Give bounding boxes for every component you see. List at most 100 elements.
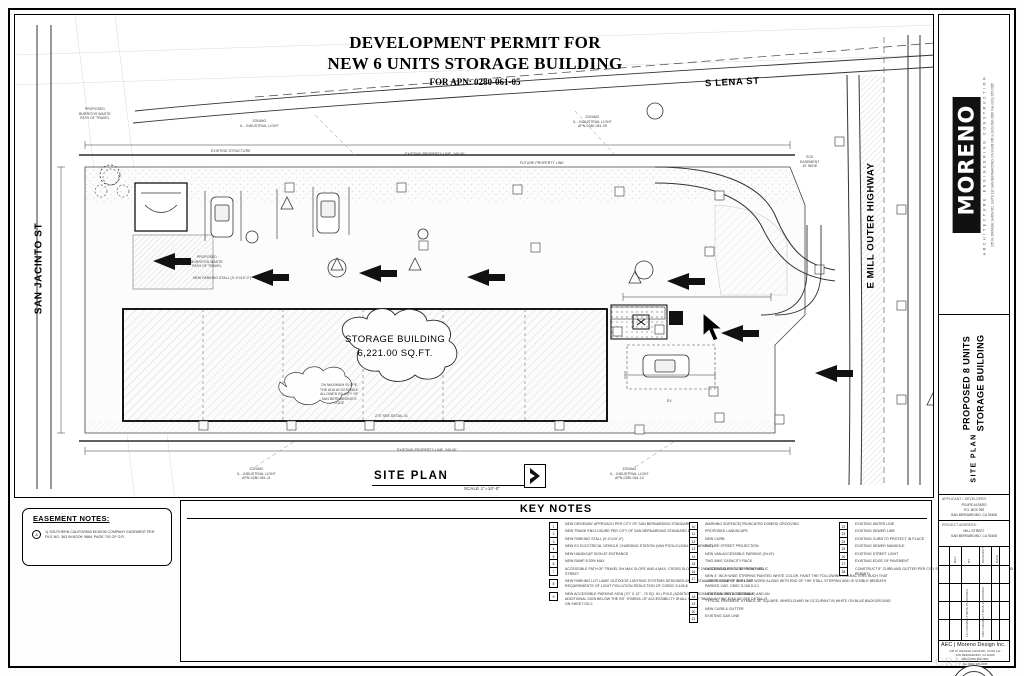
- revision-grid-line: [939, 565, 1009, 566]
- revision-grid-line: [949, 547, 950, 640]
- plan-annotation-building-setback: 273' SEE DETAIL 01: [375, 414, 408, 418]
- page-subtitle: FOR APN: 0280-061-05: [429, 77, 521, 87]
- key-note-number: 28: [839, 566, 848, 576]
- key-note-text: EXISTING EDGE OF PAVEMENT: [855, 559, 910, 564]
- logo-tagline: ARCHITECTURE ENGINEERING CONSTRUCTION: [982, 74, 987, 256]
- key-note-text: EXISTING CURB TO BE REMOVED: [705, 566, 764, 571]
- key-note-text: NEW ACCESSIBLE PARKING SIGN (70" X 12" -…: [565, 591, 770, 606]
- easement-notes-box: EASEMENT NOTES: A 1) SOUTHERN CALIFORNIA…: [22, 508, 172, 566]
- key-note-text: NEW HANDICAP SIGN AT ENTRANCE: [565, 551, 629, 556]
- plan-annotation-proposed-path: PROPOSED BURRITOS WASTE PATH OF TRAVEL: [191, 255, 223, 269]
- storage-building-label: STORAGE BUILDING 6,221.00 SQ.FT.: [345, 334, 446, 359]
- sheet-border: [8, 8, 1016, 668]
- key-note-item: 21 EXISTING GAS LINE: [689, 614, 899, 624]
- project-address-label: PROJECT ADDRESS:: [942, 523, 978, 527]
- key-notes-title: KEY NOTES: [519, 503, 593, 515]
- revision-column-header: DESCRIPTION: [981, 547, 985, 563]
- plan-annotation-zoning-nw: PROPOSED BURRITOS WASTE PATH OF TRAVEL: [79, 107, 111, 121]
- revision-grid-line: [961, 547, 962, 640]
- watermark: CRMLS: [934, 654, 984, 669]
- key-notes-rule: [187, 518, 927, 519]
- key-note-text: EXISTING WATER LINE: [855, 522, 895, 526]
- north-arrow-icon: [524, 464, 546, 488]
- firm-address: 235 W. ORANGE SHOW RD. SUITE 112 SAN BER…: [949, 649, 1001, 666]
- key-note-number: 17: [689, 574, 698, 584]
- title-block-address-cell: PROJECT ADDRESS: MILL STREET SAN BERNARD…: [939, 521, 1009, 547]
- revision-column-header: BY: [967, 558, 971, 563]
- key-note-text: EXISTING SEWER LINE: [855, 529, 895, 534]
- key-note-text: NEW PARKING LOT LAMP. OUTDOOR LIGHTING S…: [565, 579, 753, 589]
- easement-bullet-icon: A: [32, 530, 41, 539]
- revision-grid-line: [991, 547, 992, 640]
- key-note-text: EXISTING STREET LIGHT: [855, 551, 899, 556]
- revision-entry: 2ND CORRECTIONS PLANNING: [981, 587, 985, 637]
- key-note-text: NEW TRASH ENCLOSURE PER CITY OF SAN BERN…: [565, 529, 694, 534]
- easement-notes-title: EASEMENT NOTES:: [33, 514, 110, 523]
- key-note-text: EXISTING CURB TO PROTECT IN PLACE: [855, 536, 925, 541]
- plan-annotation-ev-label: EV: [667, 399, 672, 403]
- plan-annotation-ada-path-note: 2% MAXIMUM SLOPE THE ADA ACCESSIBLE ALLO…: [320, 383, 359, 406]
- key-note-text: EXISTING GAS LINE: [705, 614, 740, 619]
- firm-logo: MORENO ARCHITECTURE ENGINEERING CONSTRUC…: [952, 35, 996, 295]
- plan-annotation-zoning-s1: ZONING IL - INDUSTRIAL LIGHT APN-0280-06…: [237, 467, 276, 481]
- plan-annotation-zoning-s2: ZONING IL - INDUSTRIAL LIGHT APN-0280-06…: [610, 467, 649, 481]
- key-note-text: TWO-BIKE CAPACITY RACK: [705, 559, 753, 564]
- plan-annotation-existing-prop-line-s: EXISTING PROPERTY LINE 240.00': [397, 448, 457, 452]
- key-note-text: NEW CONCRETE SIDEWALK: [705, 591, 754, 596]
- title-block-applicant-cell: APPLICANT / DEVELOPER: FELIPE ALFARO P.O…: [939, 495, 1009, 521]
- plan-annotation-new-parking-stall: NEW PARKING STALL (9'-0"x19'-0"): [193, 276, 252, 280]
- stamp-text: R.C.E. C.A.: [958, 671, 990, 676]
- key-note-text: EXISTING SEWER MANHOLE: [855, 544, 905, 549]
- logo-address: 235 W. ORANGE SHOW RD. SUITE 112 SAN BER…: [990, 82, 995, 248]
- sheet-subject: SITE PLAN: [970, 433, 978, 483]
- key-note-text: NEW CURB & GUTTER: [705, 606, 744, 611]
- key-note-text: NEW CURB: [705, 536, 725, 541]
- applicant-value: FELIPE ALFARO P.O. BOX 992 SAN BERNARDIN…: [951, 503, 997, 517]
- key-note-number: 7: [549, 566, 558, 576]
- key-note-item: 28 CONSTRUCT 8" CURB AND GUTTER PER CITY …: [839, 566, 1019, 577]
- revision-entry: 1st CORRECTIONS PLANNING: [965, 589, 969, 637]
- plan-annotation-zoning-n2: ZONING IL - INDUSTRIAL LIGHT APN-0280-06…: [573, 115, 612, 129]
- street-label-e-mill-outer-highway: E MILL OUTER HIGHWAY: [865, 162, 877, 289]
- site-plan-drawing[interactable]: DEVELOPMENT PERMIT FOR NEW 6 UNITS STORA…: [14, 14, 934, 498]
- plan-annotation-easement-tag: SCE EASEMENT 10' WIDE: [800, 155, 820, 169]
- title-block: MORENO ARCHITECTURE ENGINEERING CONSTRUC…: [938, 14, 1010, 676]
- plan-annotation-zoning-n1: ZONING IL - INDUSTRIAL LIGHT: [240, 119, 279, 128]
- key-note-text: FUTURE STREET PROJECTION: [705, 544, 759, 549]
- revision-grid-line: [939, 601, 1009, 602]
- key-note-item: 17 NEW 4" INCH WIDE STRIPING PAINTED WHIT…: [689, 574, 899, 589]
- project-title: PROPOSED 8 UNITS STORAGE BUILDING: [961, 334, 986, 432]
- key-note-text: WARNING SURFACE(TRUNCATED DOMES) GROOVIN…: [705, 522, 800, 526]
- key-note-text: NEW EV ELECTRICAL VEHICLE CHARGING STATI…: [565, 544, 713, 549]
- key-note-text: CONSTRUCT 8" CURB AND GUTTER PER CITY ST…: [855, 566, 1014, 576]
- project-address-value: MILL STREET SAN BERNARDINO, CA 92408: [951, 529, 997, 538]
- key-note-text: PROPOSED LANDSCAPE: [705, 529, 748, 534]
- key-note-text: NEW RAMP 8.33% MAX.: [565, 559, 606, 564]
- key-note-number: 21: [689, 614, 698, 624]
- key-note-text: NEW DRIVEWAY APPROACH PER CITY OF SAN BE…: [565, 522, 698, 526]
- plan-annotation-existing-prop-line-n: EXISTING PROPERTY LINE 240.00': [405, 152, 465, 156]
- key-note-text: NEW VAN ACCESSIBLE PARKING (9'x19'): [705, 551, 775, 556]
- site-plan-caption: SITE PLAN: [374, 470, 449, 482]
- revision-column-header: DATE: [995, 554, 999, 563]
- plan-annotation-future-prop-line: FUTURE PROPERTY LINE: [520, 161, 564, 165]
- key-note-text: NEW 4" INCH WIDE STRIPING PAINTED WHITE …: [705, 574, 888, 589]
- site-plan-caption-rule: [372, 485, 532, 486]
- firm-name: AEC | Moreno Design Inc.: [941, 642, 1006, 648]
- revision-grid-line: [939, 583, 1009, 584]
- revision-grid-line: [979, 547, 980, 640]
- plan-annotation-existing-structure: EXISTING STRUCTURE: [211, 149, 251, 153]
- title-block-project-cell: PROPOSED 8 UNITS STORAGE BUILDING SITE P…: [939, 315, 1009, 495]
- revision-grid-line: [939, 619, 1009, 620]
